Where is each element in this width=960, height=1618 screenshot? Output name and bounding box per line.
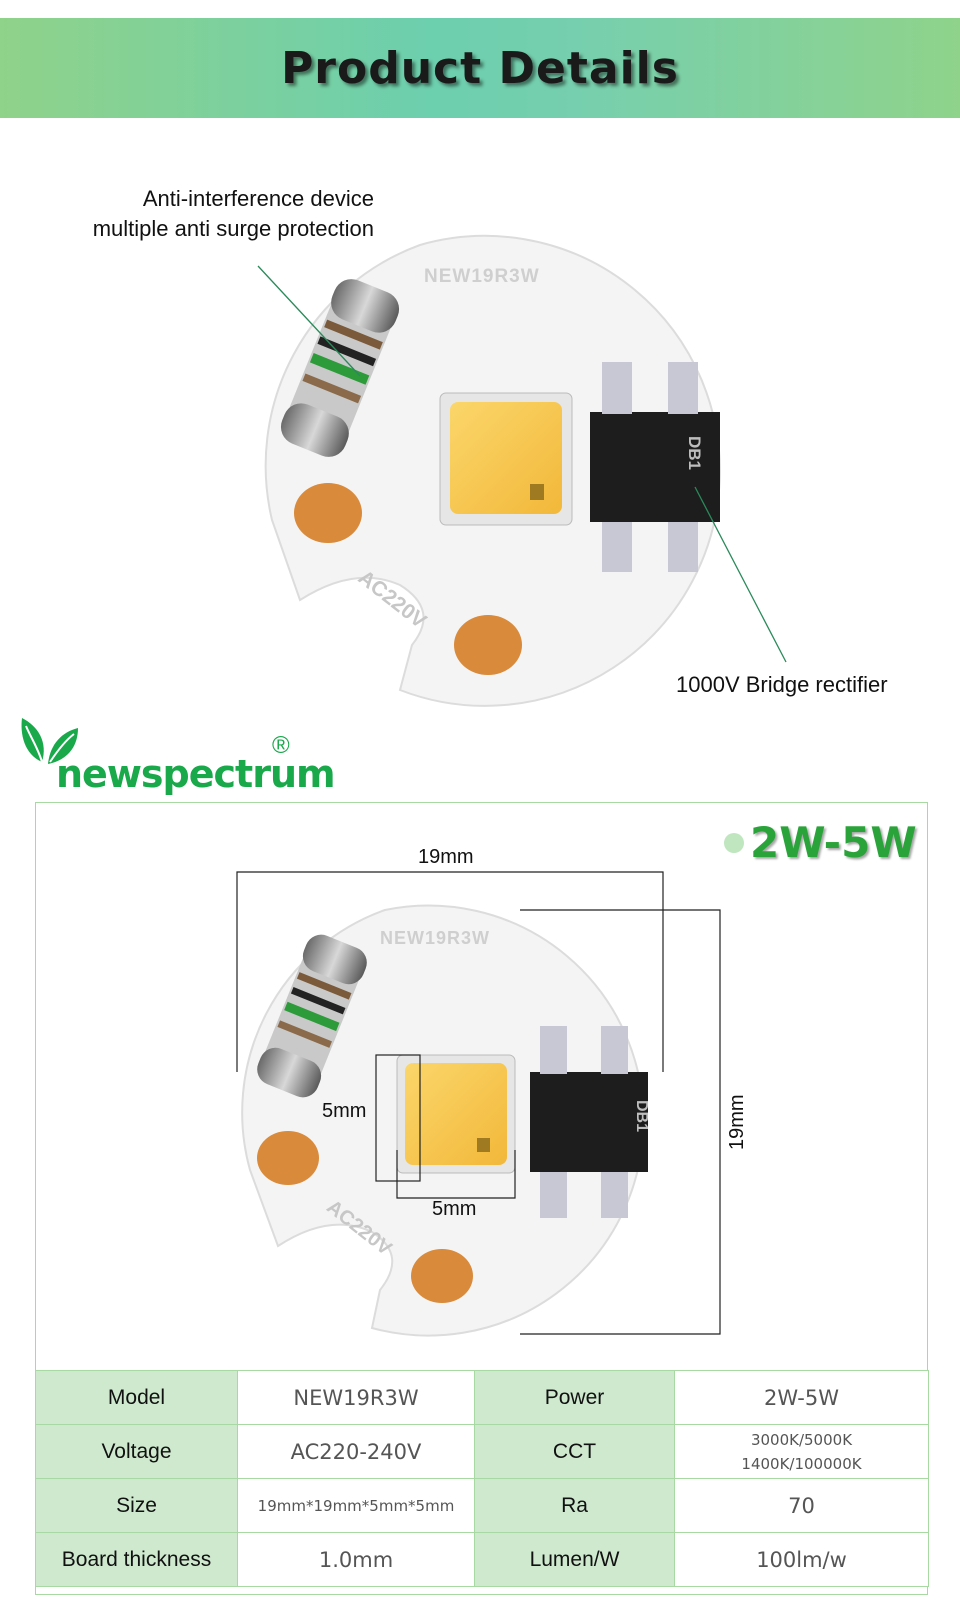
dim-chip-height-label: 5mm xyxy=(322,1100,367,1122)
surge-resistor-bottom xyxy=(257,934,367,1098)
dim-width-label: 19mm xyxy=(418,846,474,868)
table-row: Board thickness 1.0mm Lumen/W 100lm/w xyxy=(35,1532,929,1587)
spec-label: Voltage xyxy=(35,1424,238,1479)
solder-pad xyxy=(454,615,522,675)
header-banner: Product Details xyxy=(0,18,960,118)
cct-line2: 1400K/100000K xyxy=(741,1454,862,1473)
spec-label: Lumen/W xyxy=(474,1532,675,1587)
brand-name: newspectrum xyxy=(56,752,336,796)
power-badge-text: 2W-5W xyxy=(750,818,917,867)
spec-value: AC220-240V xyxy=(237,1424,475,1479)
height-dimension-line xyxy=(520,909,721,1335)
board-illustration-top xyxy=(257,234,787,707)
table-row: Size 19mm*19mm*5mm*5mm Ra 70 xyxy=(35,1478,929,1533)
bullet-dot-icon xyxy=(724,832,744,853)
spec-label: Size xyxy=(35,1478,238,1533)
spec-label: Ra xyxy=(474,1478,675,1533)
registered-mark: ® xyxy=(272,732,290,759)
spec-label: Model xyxy=(35,1370,238,1425)
table-row: Model NEW19R3W Power 2W-5W xyxy=(35,1370,929,1425)
chip-width-dimension xyxy=(396,1150,516,1199)
spec-value-cct: 3000K/5000K 1400K/100000K xyxy=(674,1424,929,1479)
spec-value: 2W-5W xyxy=(674,1370,929,1425)
spec-label: Board thickness xyxy=(35,1532,238,1587)
chip-height-dimension xyxy=(375,1054,421,1182)
bridge-rectifier-bottom xyxy=(530,1072,648,1172)
spec-label: CCT xyxy=(474,1424,675,1479)
dimension-panel xyxy=(35,802,928,1595)
table-row: Voltage AC220-240V CCT 3000K/5000K 1400K… xyxy=(35,1424,929,1479)
dim-height-label: 19mm xyxy=(726,1094,748,1150)
surge-resistor xyxy=(280,279,400,457)
dim-chip-width-label: 5mm xyxy=(432,1198,477,1220)
brand-logo: newspectrum ® xyxy=(20,714,336,804)
spec-label: Power xyxy=(474,1370,675,1425)
spec-value: 100lm/w xyxy=(674,1532,929,1587)
cct-line1: 3000K/5000K xyxy=(750,1430,853,1449)
spec-value: 70 xyxy=(674,1478,929,1533)
page-title: Product Details xyxy=(281,42,679,94)
surge-callout-line1: Anti-interference device xyxy=(142,186,374,211)
solder-pad xyxy=(294,483,362,543)
power-badge: 2W-5W xyxy=(724,818,917,867)
board-print-model: NEW19R3W xyxy=(424,266,540,287)
leaf-icon xyxy=(21,718,78,764)
rectifier-callout: 1000V Bridge rectifier xyxy=(676,672,888,697)
surge-callout: Anti-interference device multiple anti s… xyxy=(93,184,374,244)
bridge-rectifier xyxy=(590,412,720,522)
spec-value: 1.0mm xyxy=(237,1532,475,1587)
surge-callout-line2: multiple anti surge protection xyxy=(92,216,374,241)
spec-value: NEW19R3W xyxy=(237,1370,475,1425)
width-dimension-line xyxy=(236,871,664,1072)
spec-value: 19mm*19mm*5mm*5mm xyxy=(237,1478,475,1533)
spec-table: Model NEW19R3W Power 2W-5W Voltage AC220… xyxy=(35,1370,929,1587)
board-print-side-bottom: DB1 xyxy=(633,1100,650,1133)
board-print-model-bottom: NEW19R3W xyxy=(380,928,491,948)
